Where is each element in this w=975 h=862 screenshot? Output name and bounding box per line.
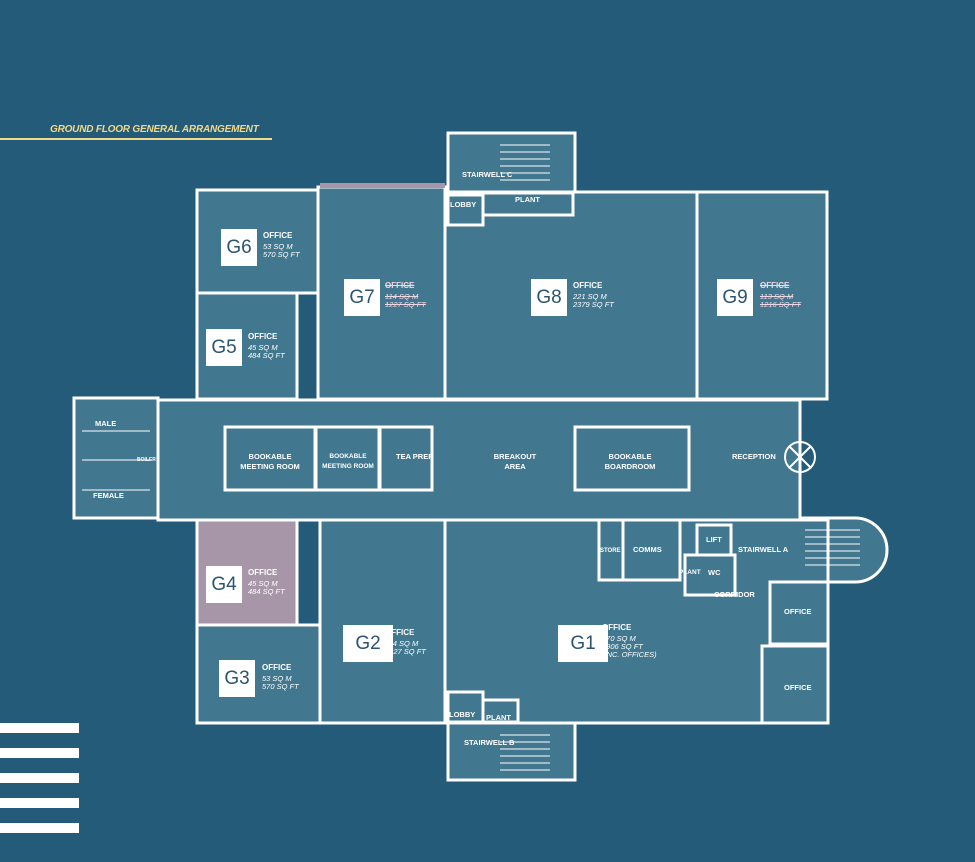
room-meeting-2 [314,425,381,492]
badge-g9[interactable]: G9 [717,279,753,316]
label-reception: RECEPTION [732,452,776,461]
plan-title: GROUND FLOOR GENERAL ARRANGEMENT [50,124,259,135]
label-lift: LIFT [706,535,722,544]
label-lobby-bottom: LOBBY [449,710,476,719]
decor-stripe [0,723,79,733]
badge-g5[interactable]: G5 [206,329,242,366]
badge-g1[interactable]: G1 [558,625,608,662]
label-lobby-top: LOBBY [450,200,477,209]
stairwell-c-room [446,131,577,197]
room-office-r1 [768,580,830,646]
label-stairwell-a: STAIRWELL A [738,545,789,554]
badge-g7[interactable]: G7 [344,279,380,316]
g7-boundary-highlight [320,183,445,188]
label-boardroom: BOOKABLE BOARDROOM [604,452,656,471]
room-meeting-1 [223,425,317,492]
room-g7 [316,185,447,401]
label-boiler: BOILER [137,457,156,463]
badge-g2[interactable]: G2 [343,625,393,662]
room-lift [695,523,733,557]
label-plant-top: PLANT [515,195,540,204]
room-plant-wc [683,553,737,597]
decor-stripe [0,748,79,758]
decor-stripe [0,823,79,833]
label-office-r2: OFFICE [784,683,812,692]
label-meeting-1: BOOKABLE MEETING ROOM [240,452,300,471]
room-g3 [195,623,322,725]
badge-g8[interactable]: G8 [531,279,567,316]
label-plant-mid: PLANT [679,569,701,576]
room-g2 [318,518,447,725]
room-plant-bottom [481,698,520,724]
room-comms [621,518,682,582]
label-breakout: BREAKOUT AREA [493,452,537,471]
label-stairwell-c: STAIRWELL C [462,170,513,179]
room-g6 [195,188,320,295]
title-underline [0,138,272,140]
room-boardroom [573,425,691,492]
room-lobby-top [446,193,485,227]
decor-stripe [0,798,79,808]
badge-g4[interactable]: G4 [206,566,242,603]
label-office-r1: OFFICE [784,607,812,616]
stairwell-b-room [446,718,577,782]
room-office-r2 [760,644,830,725]
stairs [82,144,860,771]
room-plant-top [481,191,575,217]
label-store: STORE [600,548,621,554]
label-tea-prep: TEA PREP [396,452,434,461]
label-male: MALE [95,419,117,428]
label-female: FEMALE [93,491,124,500]
label-corridor: CORRIDOR [714,590,755,599]
decor-stripe [0,773,79,783]
label-wc: WC [708,568,721,577]
label-meeting-2: BOOKABLE MEETING ROOM [322,453,374,470]
badge-g6[interactable]: G6 [221,229,257,266]
room-tea-prep [378,425,434,492]
label-comms: COMMS [633,545,662,554]
label-stairwell-b: STAIRWELL B [464,738,515,747]
toilets-block [72,396,160,520]
label-plant-bottom: PLANT [486,713,511,722]
badge-g3[interactable]: G3 [219,660,255,697]
